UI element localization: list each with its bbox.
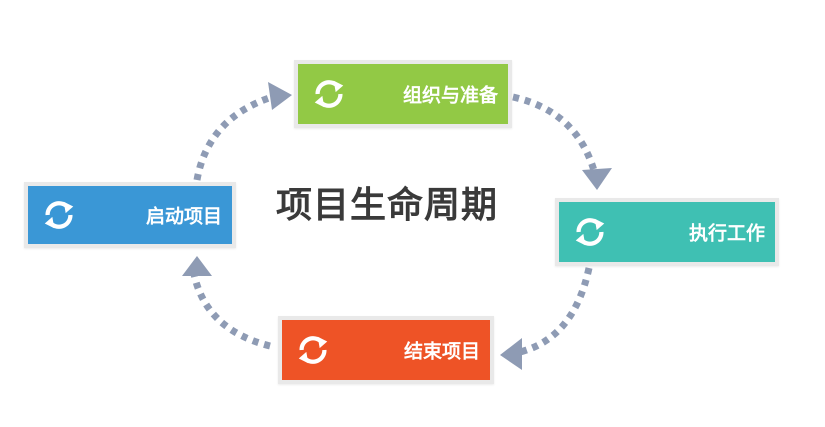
diagram-title: 项目生命周期 xyxy=(276,185,499,226)
stage-label: 结束项目 xyxy=(403,340,480,363)
refresh-icon xyxy=(44,201,74,229)
refresh-icon xyxy=(298,336,328,364)
arrow-close-to-start xyxy=(190,273,271,350)
arrowhead-4 xyxy=(182,256,212,276)
arrowhead-3 xyxy=(500,338,522,370)
arrow-organize-to-execute xyxy=(512,93,600,179)
refresh-icon xyxy=(314,80,344,108)
stage-label: 组织与准备 xyxy=(402,84,498,107)
stage-execute-work: 执行工作 xyxy=(555,198,779,266)
stage-start-project: 启动项目 xyxy=(24,182,236,248)
refresh-icon xyxy=(575,218,605,246)
stage-organize-prepare: 组织与准备 xyxy=(294,60,512,128)
arrow-start-to-organize xyxy=(193,93,274,181)
arrowhead-2 xyxy=(582,168,612,190)
stage-label: 启动项目 xyxy=(145,205,222,228)
arrowhead-1 xyxy=(268,82,292,110)
arrow-execute-to-close xyxy=(519,267,593,356)
stage-close-project: 结束项目 xyxy=(278,316,494,384)
stage-label: 执行工作 xyxy=(688,222,765,245)
